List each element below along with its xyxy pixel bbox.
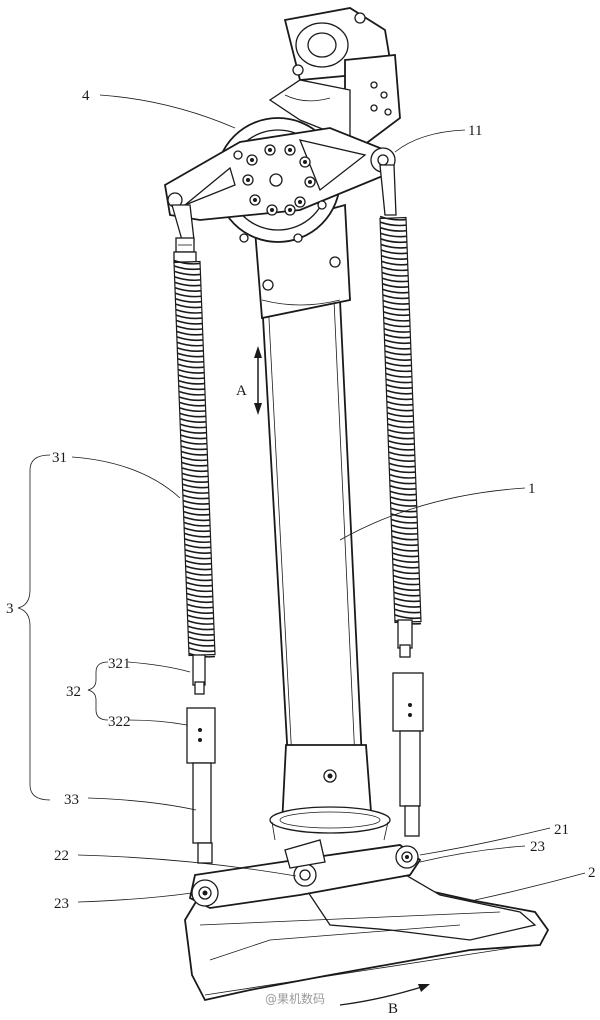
label-21: 21 <box>554 822 569 838</box>
label-22: 22 <box>54 848 69 864</box>
label-3: 3 <box>6 601 14 617</box>
label-11: 11 <box>468 123 482 139</box>
watermark: @果机数码 <box>265 991 325 1006</box>
label-322: 322 <box>108 714 131 730</box>
label-321: 321 <box>108 656 131 672</box>
label-1: 1 <box>528 481 536 497</box>
label-2: 2 <box>588 865 596 881</box>
top-rocker-arm <box>164 127 396 243</box>
pylon-tube <box>254 203 373 826</box>
ankle-ring <box>269 806 391 841</box>
label-a: A <box>236 383 247 399</box>
disk-bolts <box>233 144 327 243</box>
lower-rocker-arm <box>188 839 422 909</box>
label-4: 4 <box>82 88 90 104</box>
label-32: 32 <box>66 684 81 700</box>
label-b: B <box>388 1001 398 1017</box>
label-23-left: 23 <box>54 896 69 912</box>
right-spring-assembly <box>379 164 424 837</box>
label-33: 33 <box>64 792 79 808</box>
reference-labels: 4 11 A 31 1 3 32 321 322 33 21 22 23 23 … <box>6 88 596 1017</box>
top-clamp <box>268 7 401 150</box>
left-spring-assembly <box>171 204 216 864</box>
label-23-right: 23 <box>530 839 545 855</box>
label-31: 31 <box>52 450 67 466</box>
left-spring-coil <box>173 259 216 658</box>
brace-32 <box>87 661 109 721</box>
leader-lines <box>71 94 586 903</box>
arrow-b <box>339 984 430 1006</box>
brace-3 <box>17 454 51 801</box>
arrow-a <box>254 346 262 415</box>
right-spring-coil <box>379 215 422 625</box>
